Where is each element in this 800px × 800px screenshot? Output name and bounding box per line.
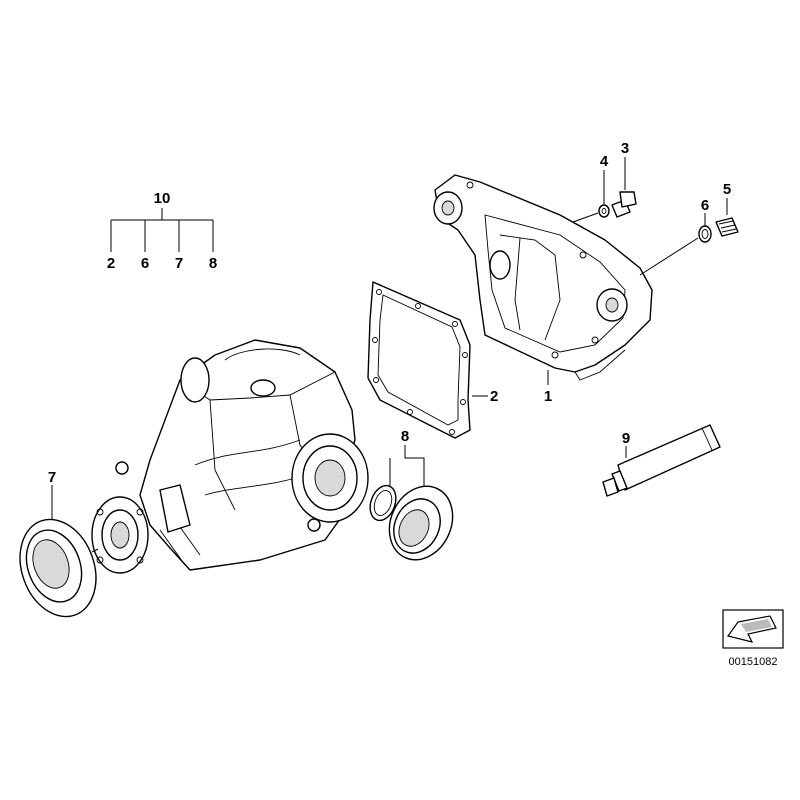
catalog-stamp: 00151082: [722, 609, 784, 668]
catalog-number: 00151082: [729, 656, 778, 668]
part-3-4-bolt-washer: 3 4: [572, 140, 637, 223]
callout-9: 9: [622, 430, 630, 447]
kit-group: 10 2 6 7 8: [107, 190, 217, 272]
part-5-6-plug-ring: 5 6: [639, 181, 739, 276]
kit-item-6: 6: [141, 255, 149, 272]
callout-6: 6: [701, 197, 709, 214]
leader-plug-axis: [639, 237, 699, 276]
callout-5: 5: [723, 181, 731, 198]
kit-label: 10: [154, 190, 171, 207]
kit-bracket: [110, 208, 214, 252]
callout-4: 4: [600, 153, 609, 170]
callout-1: 1: [544, 388, 552, 405]
callout-2: 2: [490, 388, 498, 405]
callout-3: 3: [621, 140, 629, 157]
leader-8: [389, 445, 425, 490]
part-2-gasket: 2: [367, 281, 498, 439]
kit-item-2: 2: [107, 255, 115, 272]
differential-housing: [91, 339, 369, 574]
part-7-shaft-seal: 7: [19, 469, 99, 618]
part-9-sealant-tube: 9: [602, 424, 721, 497]
leader-7-axis: [91, 548, 99, 553]
kit-item-7: 7: [175, 255, 183, 272]
callout-8: 8: [401, 428, 409, 445]
leader-bolt-axis: [572, 212, 599, 223]
callout-7: 7: [48, 469, 56, 486]
part-1-cover: 1: [433, 174, 653, 405]
part-8-seals: 8: [369, 428, 454, 561]
kit-item-8: 8: [209, 255, 217, 272]
